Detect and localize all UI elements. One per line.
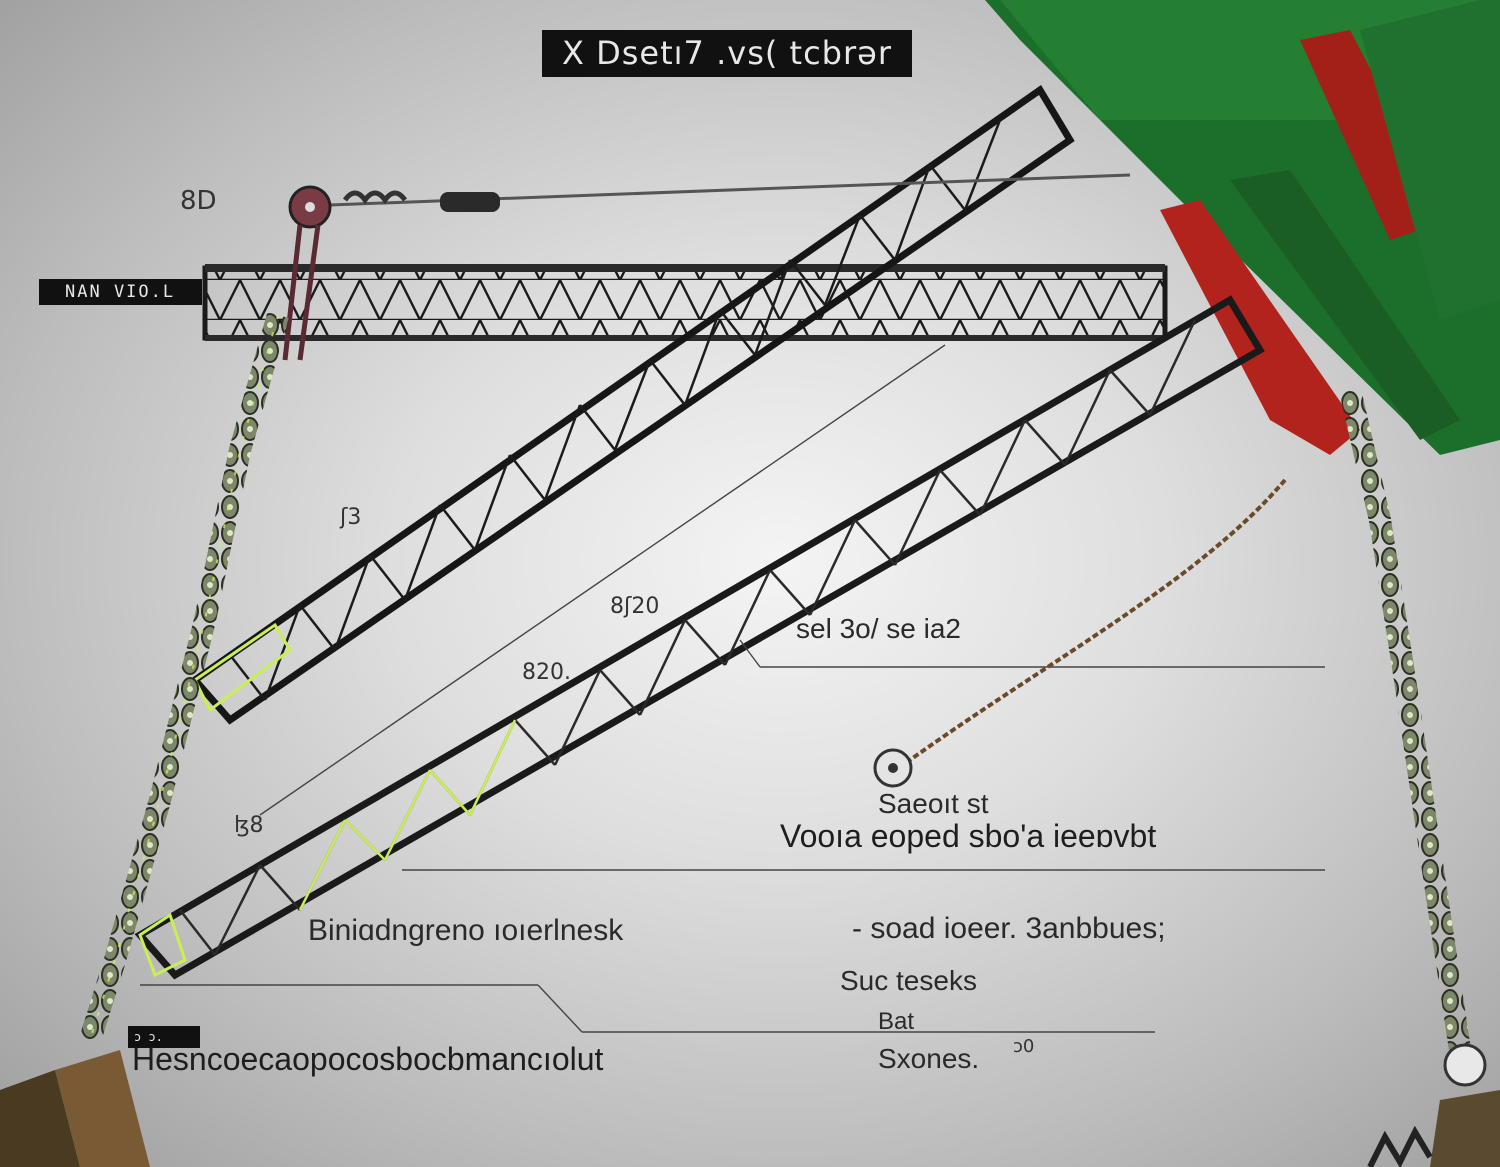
horizontal-truss [202, 264, 1168, 341]
upper-boom [189, 84, 1075, 725]
top-cable [282, 173, 1131, 361]
left-foot [0, 1050, 150, 1167]
callout-label: Bat [878, 1008, 915, 1035]
hook-line [873, 478, 1287, 788]
right-foot [1367, 1090, 1500, 1167]
measure-label: ʃ3 [340, 505, 362, 530]
measure-label: ɔ0 [1013, 1036, 1035, 1057]
right-chain [1339, 387, 1487, 1087]
measure-label: 8ʃ20 [610, 594, 660, 619]
lower-boom [134, 295, 1265, 980]
diagram-title: X Dsetı7 .vs( tcbrər [542, 30, 912, 77]
bottom-label-tag: ɔ ɔ. [128, 1026, 200, 1048]
measure-label: 8D [180, 186, 217, 216]
callout-label: Vooıa eoped sbo'a ieeɒvbt [780, 818, 1157, 854]
callout-label: - soad ioeer. 3anbbues; [852, 912, 1166, 945]
callout-label: Sxones. [878, 1043, 980, 1074]
callout-label: Biniɑdngreno ıoıerlnesk [308, 914, 624, 947]
left-chain [79, 312, 289, 1044]
callout-label: Hesncoecaopocosbocbmancıolut [132, 1041, 604, 1077]
measure-label: 820. [522, 660, 571, 685]
guide-lines [140, 344, 1325, 1033]
crane-body [985, 0, 1500, 455]
callout-label: sel 3o/ se ia2 [796, 613, 961, 644]
callout-label: Suc teseks [840, 965, 977, 996]
left-label-tag: NAN VIO.L [39, 279, 202, 305]
measure-label: ɮ8 [234, 813, 264, 838]
callout-label: Saeoıt st [878, 788, 989, 819]
